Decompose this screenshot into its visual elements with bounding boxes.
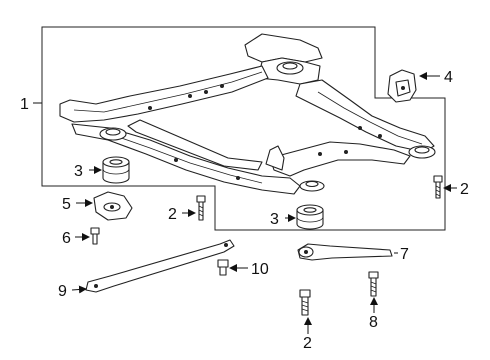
callout-6: 6 xyxy=(62,230,71,247)
bolt-2a xyxy=(196,195,206,221)
bolt-10 xyxy=(217,259,229,276)
callout-10: 10 xyxy=(251,261,269,278)
front-subframe xyxy=(59,33,436,195)
insulator-bracket xyxy=(93,191,133,221)
callout-2-top-left: 2 xyxy=(168,206,177,223)
tie-bar xyxy=(297,243,393,261)
callout-4: 4 xyxy=(444,69,453,86)
callout-1: 1 xyxy=(20,96,29,113)
callout-5: 5 xyxy=(62,196,71,213)
bushing-lower xyxy=(296,204,324,230)
callout-8: 8 xyxy=(369,314,378,331)
callout-9: 9 xyxy=(58,283,67,300)
bolt-8 xyxy=(368,271,379,297)
mount-bracket xyxy=(387,69,417,103)
bolt-6 xyxy=(90,227,100,245)
bushing-upper xyxy=(102,156,130,184)
leader-9 xyxy=(71,285,87,294)
callout-3-upper: 3 xyxy=(74,163,83,180)
long-brace xyxy=(85,239,235,293)
callout-2-right: 2 xyxy=(460,181,469,198)
bolt-2b xyxy=(433,175,443,199)
callout-2-bottom: 2 xyxy=(303,335,312,352)
callout-7: 7 xyxy=(400,246,409,263)
assembly-boundary xyxy=(41,26,446,231)
bolt-2c xyxy=(299,289,311,316)
callout-3-lower: 3 xyxy=(270,211,279,228)
